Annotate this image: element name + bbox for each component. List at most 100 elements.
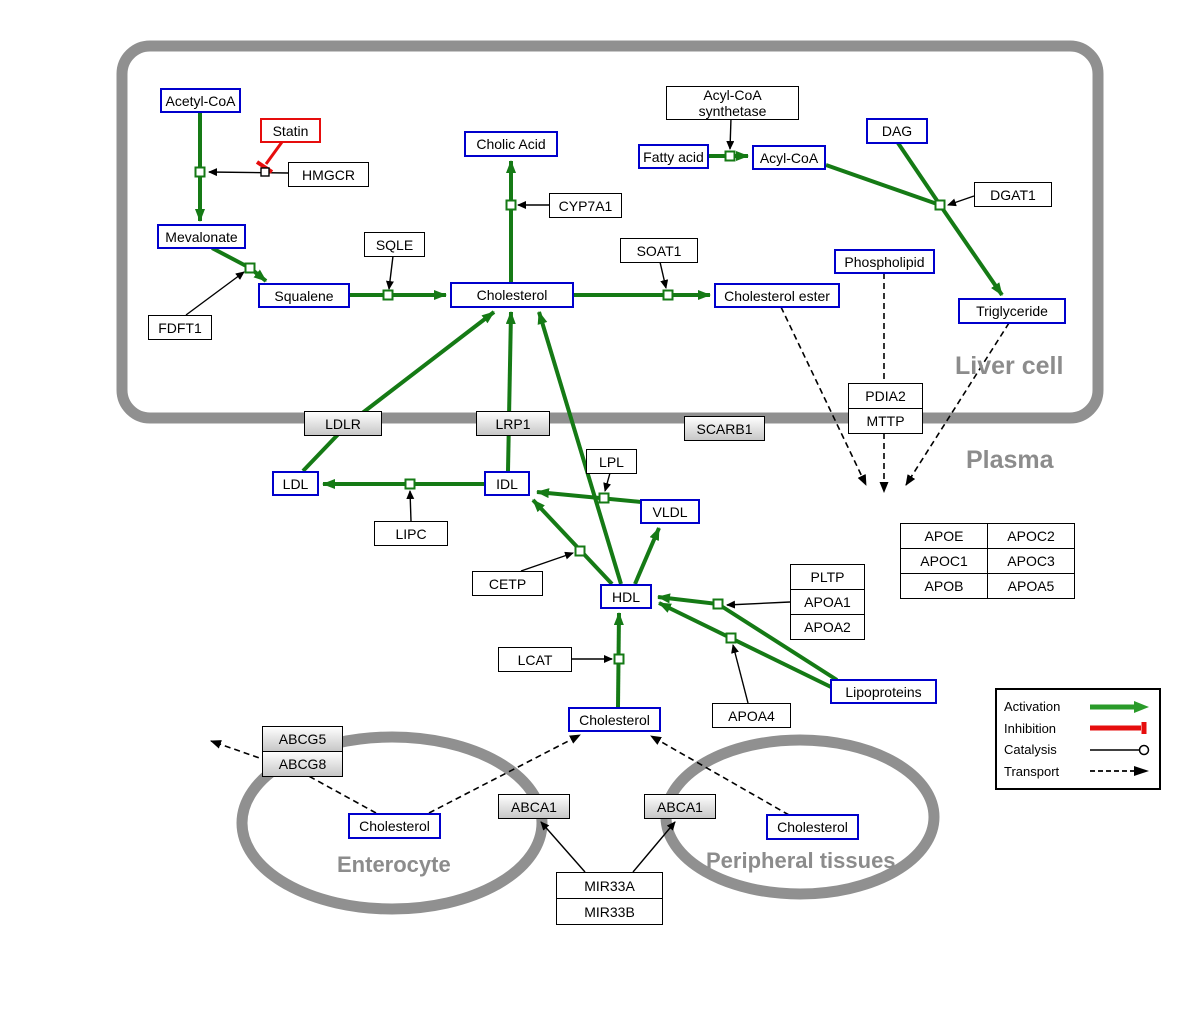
activation-acylcoa-dgat1node <box>825 163 941 207</box>
reaction-node <box>244 262 256 274</box>
inhibition-statin-line <box>264 141 284 165</box>
catalysis-apoa4 <box>731 644 749 704</box>
node-cholic-acid[interactable]: Cholic Acid <box>464 131 558 157</box>
node-idl[interactable]: IDL <box>484 471 530 496</box>
node-apoc3[interactable]: APOC3 <box>988 549 1074 573</box>
node-abca1-peripheral[interactable]: ABCA1 <box>644 794 716 819</box>
activation-edges <box>195 112 1004 708</box>
catalysis-edges <box>185 117 975 873</box>
node-apoa4[interactable]: APOA4 <box>712 703 791 728</box>
node-squalene[interactable]: Squalene <box>258 283 350 308</box>
node-lrp1[interactable]: LRP1 <box>476 411 550 436</box>
activation-node-triglyceride <box>938 203 1004 297</box>
node-apob[interactable]: APOB <box>901 574 987 598</box>
node-mevalonate[interactable]: Mevalonate <box>157 224 246 249</box>
node-mir33a[interactable]: MIR33A <box>557 873 662 898</box>
legend-row-transport: Transport <box>1004 764 1152 779</box>
catalysis-sqle <box>385 255 394 290</box>
activation-dag-dgat1node <box>896 141 940 204</box>
catalysis-hmgcr <box>208 168 289 177</box>
node-cholesterol-peripheral[interactable]: Cholesterol <box>766 814 859 840</box>
node-acyl-coa[interactable]: Acyl-CoA <box>752 145 826 170</box>
reaction-node <box>712 598 724 610</box>
node-phospholipid[interactable]: Phospholipid <box>834 249 935 274</box>
node-hmgcr[interactable]: HMGCR <box>288 162 369 187</box>
node-abca1-enterocyte[interactable]: ABCA1 <box>498 794 570 819</box>
node-dgat1[interactable]: DGAT1 <box>974 182 1052 207</box>
transport-enterocyte-cholesterol-plasma <box>428 734 581 814</box>
node-mir33b[interactable]: MIR33B <box>557 899 662 924</box>
node-sqle[interactable]: SQLE <box>364 232 425 257</box>
node-dag[interactable]: DAG <box>866 118 928 144</box>
node-cetp[interactable]: CETP <box>472 571 543 596</box>
node-lipc[interactable]: LIPC <box>374 521 448 546</box>
node-cholesterol-ester[interactable]: Cholesterol ester <box>714 283 840 308</box>
node-pdia2[interactable]: PDIA2 <box>849 384 922 408</box>
node-ldlr[interactable]: LDLR <box>304 411 382 436</box>
reaction-node <box>725 632 737 644</box>
activation-hdl-vldl <box>633 527 661 585</box>
reaction-node <box>598 492 610 504</box>
liver-cell-label: Liver cell <box>955 352 1064 380</box>
node-vldl[interactable]: VLDL <box>640 499 700 524</box>
node-lpl[interactable]: LPL <box>586 449 637 474</box>
legend-catalysis-label: Catalysis <box>1004 742 1057 758</box>
activation-hdl-idl <box>531 498 614 586</box>
node-acetyl-coa[interactable]: Acetyl-CoA <box>160 88 241 113</box>
node-mttp[interactable]: MTTP <box>849 409 922 433</box>
reaction-node <box>934 199 946 211</box>
activation-idl-lrp1-cholesterol <box>505 311 516 472</box>
inhibition-tbar-icon <box>1090 722 1147 735</box>
node-cholesterol-plasma[interactable]: Cholesterol <box>568 707 661 732</box>
node-apoc1[interactable]: APOC1 <box>901 549 987 573</box>
plasma-label: Plasma <box>966 446 1054 474</box>
node-apoc2[interactable]: APOC2 <box>988 524 1074 548</box>
catalysis-mir33-abca1-right <box>632 821 676 873</box>
node-fdft1[interactable]: FDFT1 <box>148 315 212 340</box>
node-cholesterol-enterocyte[interactable]: Cholesterol <box>348 813 441 839</box>
node-cyp7a1[interactable]: CYP7A1 <box>549 193 622 218</box>
legend-row-catalysis: Catalysis <box>1004 742 1152 757</box>
node-scarb1[interactable]: SCARB1 <box>684 416 765 441</box>
reaction-node <box>404 478 416 490</box>
node-lcat[interactable]: LCAT <box>498 647 572 672</box>
node-apoa1[interactable]: APOA1 <box>791 590 864 614</box>
reaction-node <box>662 289 674 301</box>
node-apoe[interactable]: APOE <box>901 524 987 548</box>
reaction-node <box>613 653 625 665</box>
node-pltp[interactable]: PLTP <box>791 565 864 589</box>
pltp-apoa-stack: PLTP APOA1 APOA2 <box>790 564 865 640</box>
node-abcg5[interactable]: ABCG5 <box>263 727 342 751</box>
catalysis-acylcoa-synthetase <box>726 117 735 150</box>
legend-activation-label: Activation <box>1004 699 1061 715</box>
peripheral-tissues-label: Peripheral tissues <box>706 848 896 873</box>
mir33-stack: MIR33A MIR33B <box>556 872 663 925</box>
node-soat1[interactable]: SOAT1 <box>620 238 698 263</box>
node-statin[interactable]: Statin <box>260 118 321 143</box>
node-apoa2[interactable]: APOA2 <box>791 615 864 639</box>
node-abcg8[interactable]: ABCG8 <box>263 752 342 776</box>
catalysis-circle-icon <box>1090 744 1150 755</box>
catalysis-lipc <box>406 490 415 522</box>
transport-dashed-arrow-icon <box>1090 766 1149 777</box>
node-cholesterol-liver[interactable]: Cholesterol <box>450 282 574 308</box>
node-lipoproteins[interactable]: Lipoproteins <box>830 679 937 704</box>
reaction-node <box>194 166 206 178</box>
node-triglyceride[interactable]: Triglyceride <box>958 298 1066 324</box>
node-acyl-coa-synthetase[interactable]: Acyl-CoA synthetase <box>666 86 799 120</box>
legend-inhibition-label: Inhibition <box>1004 720 1057 736</box>
apolipoprotein-table: APOE APOC2 APOC1 APOC3 APOB APOA5 <box>900 523 1075 599</box>
reaction-node <box>505 199 517 211</box>
activation-vldl-idl <box>536 488 642 504</box>
legend-row-inhibition: Inhibition <box>1004 721 1152 736</box>
transport-peripheral-cholesterol-plasma <box>650 735 790 816</box>
node-fatty-acid[interactable]: Fatty acid <box>638 144 709 169</box>
node-hdl[interactable]: HDL <box>600 584 652 609</box>
activation-arrow-icon <box>1090 700 1149 713</box>
node-apoa5[interactable]: APOA5 <box>988 574 1074 598</box>
reaction-node <box>574 545 586 557</box>
catalysis-soat1 <box>659 261 669 289</box>
node-ldl[interactable]: LDL <box>272 471 319 496</box>
